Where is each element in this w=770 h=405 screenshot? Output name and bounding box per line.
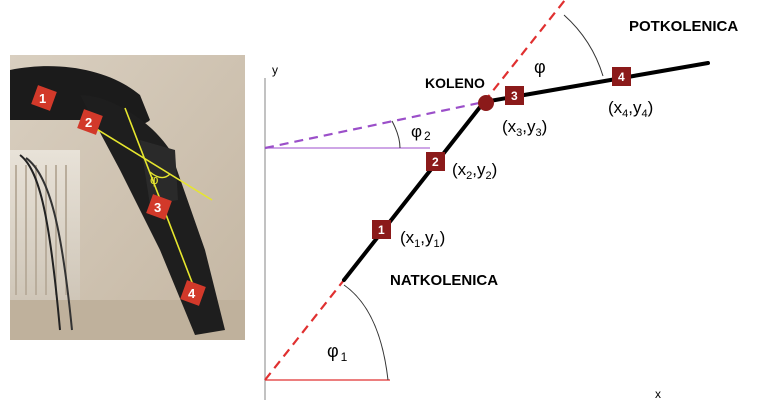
photo-marker-4: 4 [180,280,206,306]
marker-2: 2 [426,152,445,171]
coord-label-1: (x1,y1) [400,228,445,250]
koleno-label: KOLENO [425,75,485,91]
photo-yellow-line-a [89,124,213,201]
photo-marker-2: 2 [77,109,103,135]
knee-joint [478,95,494,111]
marker-3: 3 [505,86,524,105]
svg-text:2: 2 [85,115,92,130]
phi-arc [563,14,604,77]
svg-text:1: 1 [378,223,385,237]
svg-text:1: 1 [39,91,46,106]
shank-extension-dashed [264,100,485,150]
x-axis-label: x [655,387,661,401]
photo-marker-3: 3 [146,194,172,220]
svg-text:4: 4 [188,286,196,301]
y-axis-label: y [272,63,278,77]
photo-marker-1: 1 [31,85,57,111]
phi1-arc [343,284,389,381]
coord-label-2: (x2,y2) [452,160,497,182]
svg-text:4: 4 [618,70,625,84]
marker-1: 1 [372,220,391,239]
svg-text:2: 2 [432,155,439,169]
thigh-extension-dashed [264,279,345,381]
natkolenica-label: NATKOLENICA [390,272,498,289]
coord-label-3: (x3,y3) [502,117,547,139]
thigh-extension-dashed-upper [483,0,566,103]
svg-text:3: 3 [511,89,518,103]
phi2-arc [391,120,401,149]
thigh-segment [342,100,486,282]
photo-phi-label: φ [150,172,158,187]
potkolenica-label: POTKOLENICA [629,18,738,35]
phi-label: φ [534,57,546,77]
leg-photo: φ 1 2 3 4 [10,55,245,340]
coord-label-4: (x4,y4) [608,98,653,120]
marker-4: 4 [612,67,631,86]
svg-text:3: 3 [154,200,161,215]
